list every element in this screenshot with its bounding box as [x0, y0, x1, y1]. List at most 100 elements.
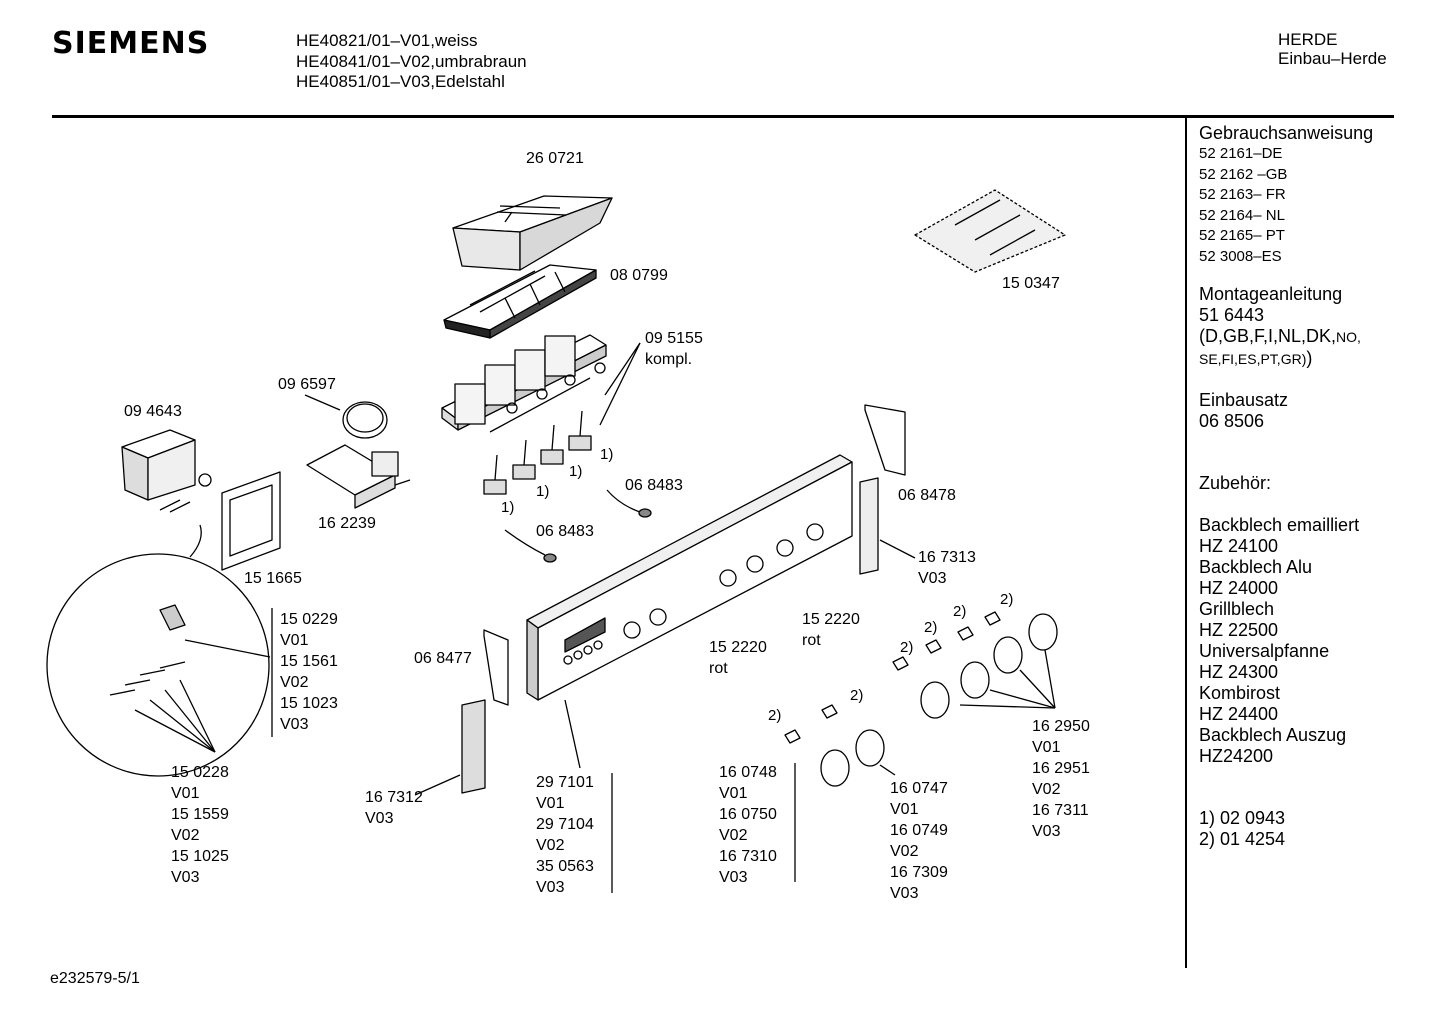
label-line: 16 7310 — [719, 848, 777, 865]
category-sub: Einbau–Herde — [1278, 49, 1387, 68]
manual-code: 52 2162 –GB — [1199, 165, 1288, 183]
mount-langs-part: ) — [1306, 348, 1313, 368]
footnote-marker: 1) — [501, 499, 515, 516]
part-label-068477: 06 8477 — [414, 650, 472, 667]
part-label-068478: 06 8478 — [898, 487, 956, 504]
label-line: 16 0747 — [890, 780, 948, 797]
label-line: V01 — [536, 795, 565, 812]
label-line: 15 1023 — [280, 695, 338, 712]
model-line: HE40841/01–V02,umbrabraun — [296, 51, 527, 71]
footnote-marker: 2) — [850, 687, 864, 704]
part-label-152220: 15 2220 rot — [802, 609, 860, 651]
footnote-marker: 2) — [900, 639, 914, 656]
label-line: V01 — [890, 801, 919, 818]
label-line: 35 0563 — [536, 858, 594, 875]
label-line: 15 2220 — [709, 639, 767, 656]
label-line: 16 0749 — [890, 822, 948, 839]
part-label-260721: 26 0721 — [526, 150, 584, 167]
footnote-marker: 2) — [768, 707, 782, 724]
label-line: 29 7101 — [536, 774, 594, 791]
mounting-frame-part — [221, 471, 281, 571]
label-line: V01 — [719, 785, 748, 802]
accessory-item: Grillblech — [1199, 599, 1275, 619]
accessory-item: HZ 24000 — [1199, 578, 1279, 598]
label-line: 16 2951 — [1032, 760, 1090, 777]
brand-logo: SIEMENS — [52, 26, 210, 61]
contact-pins — [483, 410, 592, 495]
part-label-162950: 16 2950 V01 16 2951 V02 16 7311 V03 — [1032, 716, 1090, 842]
switch-assembly-part — [441, 334, 607, 433]
label-line: 09 5155 — [645, 330, 703, 347]
label-line: 16 0748 — [719, 764, 777, 781]
label-line: V02 — [890, 843, 919, 860]
part-label-080799: 08 0799 — [610, 267, 668, 284]
model-line: HE40821/01–V01,weiss — [296, 31, 478, 50]
label-line: V01 — [171, 785, 200, 802]
timer-module-part — [121, 429, 212, 513]
footnote-marker: 1) — [569, 463, 583, 480]
label-line: 16 2950 — [1032, 718, 1090, 735]
category: HERDE Einbau–Herde — [1278, 30, 1387, 68]
manual-code: 52 2165– PT — [1199, 227, 1285, 244]
part-label-167312: 16 7312 V03 — [365, 787, 423, 829]
mount-langs: SE,FI,ES,PT,GR)) — [1199, 348, 1373, 370]
footnote-marker: 2) — [1000, 591, 1014, 608]
label-line: 15 1025 — [171, 848, 229, 865]
footnote-marker: 2) — [924, 619, 938, 636]
detail-callout — [46, 524, 271, 777]
category-main: HERDE — [1278, 30, 1338, 49]
part-label-160747: 16 0747 V01 16 0749 V02 16 7309 V03 — [890, 778, 948, 904]
label-line: V02 — [1032, 781, 1061, 798]
wire-plug-part — [504, 489, 652, 563]
label-line: V03 — [280, 716, 309, 733]
mount-code: 51 6443 — [1199, 305, 1265, 325]
mount-langs-small: SE,FI,ES,PT,GR) — [1199, 351, 1307, 367]
accessory-item: Universalpfanne — [1199, 641, 1330, 661]
footnote-marker: 2) — [953, 603, 967, 620]
label-line: V03 — [365, 810, 394, 827]
switch-frame-part — [443, 264, 597, 339]
label-line: V02 — [719, 827, 748, 844]
screw-bag-part — [914, 189, 1066, 273]
manual-title: Gebrauchsanweisung — [1199, 123, 1374, 143]
exploded-parts-drawing — [46, 189, 1066, 893]
header-divider — [52, 115, 1394, 118]
accessory-item: Backblech emailliert — [1199, 515, 1360, 535]
accessory-item: HZ 24300 — [1199, 662, 1279, 682]
sidebar-divider — [1185, 118, 1187, 968]
kit-title: Einbausatz — [1199, 390, 1289, 410]
footnote-marker: 1) — [536, 483, 550, 500]
accessory-item: HZ 24100 — [1199, 536, 1279, 556]
accessory-item: Backblech Auszug — [1199, 725, 1347, 745]
label-line: V03 — [171, 869, 200, 886]
part-label-162239: 16 2239 — [318, 515, 376, 532]
label-line: V03 — [890, 885, 919, 902]
part-label-152220: 15 2220 rot — [709, 637, 767, 679]
accessory-item: HZ24200 — [1199, 746, 1274, 766]
part-label-068483: 06 8483 — [625, 477, 683, 494]
footnote-code: 1) 02 0943 — [1199, 808, 1286, 828]
kit-code: 06 8506 — [1199, 411, 1265, 431]
label-line: 16 7313 — [918, 549, 976, 566]
label-line: V02 — [536, 837, 565, 854]
part-label-094643: 09 4643 — [124, 403, 182, 420]
label-line: V03 — [719, 869, 748, 886]
footnote-marker: 1) — [600, 446, 614, 463]
label-line: V01 — [1032, 739, 1061, 756]
label-line: V03 — [1032, 823, 1061, 840]
control-knobs — [820, 613, 1058, 787]
footnote-code: 2) 01 4254 — [1199, 829, 1286, 849]
label-line: 16 7309 — [890, 864, 948, 881]
manual-code: 52 2163– FR — [1199, 186, 1286, 203]
label-line: 16 0750 — [719, 806, 777, 823]
knob-spacers — [784, 611, 1001, 744]
accessory-item: Backblech Alu — [1199, 557, 1313, 577]
accessory-item: Kombirost — [1199, 683, 1281, 703]
label-line: kompl. — [645, 351, 693, 368]
label-line: 15 2220 — [802, 611, 860, 628]
accessory-title: Zubehör: — [1199, 473, 1272, 493]
part-label-160748: 16 0748 V01 16 0750 V02 16 7310 V03 — [719, 762, 777, 888]
label-line: 16 7312 — [365, 789, 423, 806]
part-label-167313: 16 7313 V03 — [918, 547, 976, 589]
label-line: V02 — [171, 827, 200, 844]
